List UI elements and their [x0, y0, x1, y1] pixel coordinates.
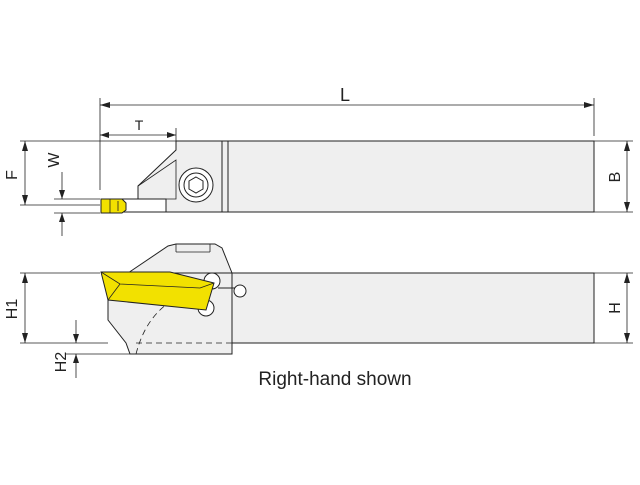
B-arrow-bottom-icon — [624, 202, 630, 212]
side-insert-edge — [100, 271, 215, 289]
W-arrow-bottom-icon — [59, 213, 65, 222]
dim-T-label: T — [135, 117, 144, 133]
dim-L-label: L — [340, 85, 350, 105]
dim-B-label: B — [607, 172, 624, 183]
dim-W-label: W — [46, 152, 63, 168]
H-arrow-top-icon — [624, 273, 630, 283]
side-dimensions: H1 H2 H — [4, 272, 633, 378]
L-arrow-right-icon — [584, 102, 594, 108]
L-arrow-left-icon — [100, 102, 110, 108]
hex-socket-icon — [188, 176, 204, 194]
side-head-upper — [126, 243, 233, 274]
F-arrow-bottom-icon — [22, 195, 28, 205]
H2-arrow-top-icon — [73, 334, 79, 343]
dim-H1-label: H1 — [4, 299, 21, 320]
side-view — [100, 243, 595, 355]
W-arrow-top-icon — [59, 190, 65, 199]
H1-arrow-bottom-icon — [22, 333, 28, 343]
B-arrow-top-icon — [624, 141, 630, 151]
F-arrow-top-icon — [22, 141, 28, 151]
dim-F-label: F — [4, 170, 21, 180]
H2-arrow-bottom-icon — [73, 354, 79, 363]
dim-H-label: H — [607, 302, 624, 314]
H-arrow-bottom-icon — [624, 333, 630, 343]
side-clamp-knob-icon — [233, 284, 247, 298]
top-shank — [221, 140, 595, 213]
T-arrow-right-icon — [167, 132, 176, 138]
dim-H2-label: H2 — [53, 352, 70, 373]
top-view — [100, 140, 595, 214]
H1-arrow-top-icon — [22, 273, 28, 283]
side-insert-edge-2 — [107, 283, 121, 301]
caption: Right-hand shown — [258, 369, 411, 390]
side-shank — [221, 272, 595, 344]
side-insert — [100, 271, 215, 311]
top-insert — [100, 198, 127, 214]
top-dimensions: L T F W B — [4, 85, 633, 236]
T-arrow-left-icon — [100, 132, 109, 138]
